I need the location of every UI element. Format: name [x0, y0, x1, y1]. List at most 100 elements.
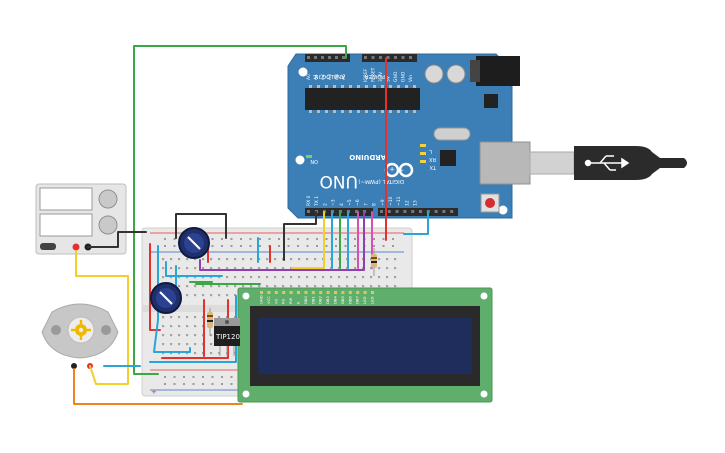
- analog-header[interactable]: [305, 54, 350, 62]
- breadboard-hole[interactable]: [274, 285, 277, 288]
- breadboard-hole[interactable]: [242, 267, 245, 270]
- breadboard-hole[interactable]: [210, 285, 213, 288]
- rail-hole[interactable]: [382, 245, 385, 247]
- rail-hole[interactable]: [173, 238, 176, 240]
- rail-hole[interactable]: [211, 383, 214, 385]
- breadboard-hole[interactable]: [186, 258, 189, 261]
- breadboard-hole[interactable]: [258, 276, 261, 279]
- breadboard-hole[interactable]: [186, 343, 189, 346]
- breadboard-hole[interactable]: [202, 294, 205, 297]
- rail-hole[interactable]: [297, 238, 299, 240]
- rail-hole[interactable]: [344, 238, 347, 240]
- breadboard-hole[interactable]: [386, 276, 389, 279]
- breadboard-hole[interactable]: [210, 294, 213, 297]
- rail-hole[interactable]: [211, 245, 214, 247]
- breadboard-hole[interactable]: [218, 258, 221, 261]
- rail-hole[interactable]: [306, 238, 309, 240]
- breadboard-hole[interactable]: [274, 276, 277, 279]
- lcd-pin[interactable]: [274, 291, 278, 294]
- usb-port[interactable]: [479, 141, 531, 185]
- lcd-pin[interactable]: [356, 291, 360, 294]
- breadboard-hole[interactable]: [194, 334, 197, 337]
- breadboard-hole[interactable]: [378, 258, 381, 261]
- breadboard-hole[interactable]: [362, 276, 365, 279]
- breadboard-hole[interactable]: [202, 258, 205, 261]
- breadboard-hole[interactable]: [226, 285, 229, 288]
- breadboard-hole[interactable]: [266, 258, 269, 261]
- breadboard-hole[interactable]: [194, 294, 197, 297]
- breadboard-hole[interactable]: [290, 258, 293, 261]
- rail-hole[interactable]: [287, 238, 290, 240]
- lcd-pin[interactable]: [326, 291, 330, 294]
- breadboard-hole[interactable]: [218, 352, 221, 355]
- breadboard-hole[interactable]: [314, 258, 317, 261]
- breadboard-hole[interactable]: [362, 285, 365, 288]
- rail-hole[interactable]: [164, 245, 166, 247]
- breadboard-hole[interactable]: [178, 276, 181, 279]
- breadboard-hole[interactable]: [162, 258, 165, 261]
- breadboard-hole[interactable]: [170, 325, 173, 328]
- breadboard-hole[interactable]: [210, 276, 213, 279]
- breadboard-hole[interactable]: [370, 285, 373, 288]
- breadboard-hole[interactable]: [162, 316, 165, 319]
- breadboard-hole[interactable]: [162, 276, 165, 279]
- breadboard-hole[interactable]: [170, 352, 173, 355]
- rail-hole[interactable]: [173, 383, 176, 385]
- rail-hole[interactable]: [230, 238, 233, 240]
- rail-hole[interactable]: [240, 245, 242, 247]
- breadboard-hole[interactable]: [186, 325, 189, 328]
- breadboard-hole[interactable]: [186, 334, 189, 337]
- rail-hole[interactable]: [249, 245, 252, 247]
- rail-hole[interactable]: [211, 376, 214, 378]
- breadboard-hole[interactable]: [378, 285, 381, 288]
- breadboard-hole[interactable]: [298, 285, 301, 288]
- breadboard-hole[interactable]: [194, 352, 197, 355]
- breadboard-hole[interactable]: [218, 294, 221, 297]
- rail-hole[interactable]: [211, 238, 214, 240]
- dc-jack[interactable]: [476, 56, 520, 86]
- dc-motor[interactable]: [41, 303, 119, 369]
- rail-hole[interactable]: [192, 383, 195, 385]
- breadboard-hole[interactable]: [266, 285, 269, 288]
- breadboard-hole[interactable]: [162, 325, 165, 328]
- breadboard-hole[interactable]: [298, 276, 301, 279]
- breadboard-hole[interactable]: [394, 258, 397, 261]
- breadboard-hole[interactable]: [282, 285, 285, 288]
- breadboard-hole[interactable]: [210, 258, 213, 261]
- breadboard-hole[interactable]: [354, 258, 357, 261]
- breadboard-hole[interactable]: [210, 267, 213, 270]
- breadboard-hole[interactable]: [306, 276, 309, 279]
- breadboard-hole[interactable]: [202, 267, 205, 270]
- breadboard-hole[interactable]: [162, 352, 165, 355]
- breadboard-hole[interactable]: [178, 267, 181, 270]
- potentiometer-1[interactable]: [178, 227, 210, 259]
- breadboard-hole[interactable]: [234, 258, 237, 261]
- power-switch[interactable]: [40, 243, 56, 250]
- rail-hole[interactable]: [221, 238, 223, 240]
- breadboard-hole[interactable]: [218, 316, 221, 319]
- rail-hole[interactable]: [230, 383, 233, 385]
- breadboard-hole[interactable]: [210, 352, 213, 355]
- breadboard-hole[interactable]: [394, 276, 397, 279]
- breadboard-hole[interactable]: [178, 285, 181, 288]
- breadboard-hole[interactable]: [194, 285, 197, 288]
- breadboard-hole[interactable]: [314, 276, 317, 279]
- breadboard-hole[interactable]: [322, 285, 325, 288]
- rail-hole[interactable]: [354, 238, 356, 240]
- rail-hole[interactable]: [249, 238, 252, 240]
- breadboard-hole[interactable]: [210, 334, 213, 337]
- breadboard-hole[interactable]: [226, 294, 229, 297]
- rail-hole[interactable]: [183, 383, 185, 385]
- rail-hole[interactable]: [259, 245, 261, 247]
- breadboard-hole[interactable]: [354, 285, 357, 288]
- rail-hole[interactable]: [316, 245, 318, 247]
- breadboard-hole[interactable]: [170, 258, 173, 261]
- breadboard-hole[interactable]: [186, 316, 189, 319]
- breadboard-hole[interactable]: [178, 334, 181, 337]
- arduino-uno-board[interactable]: − + UNO ARDUINO DIGITAL (PWM~) ANALOG IN…: [287, 53, 531, 219]
- breadboard-hole[interactable]: [178, 352, 181, 355]
- breadboard-hole[interactable]: [234, 267, 237, 270]
- breadboard-hole[interactable]: [186, 276, 189, 279]
- breadboard-hole[interactable]: [258, 267, 261, 270]
- lcd-pin[interactable]: [363, 291, 367, 294]
